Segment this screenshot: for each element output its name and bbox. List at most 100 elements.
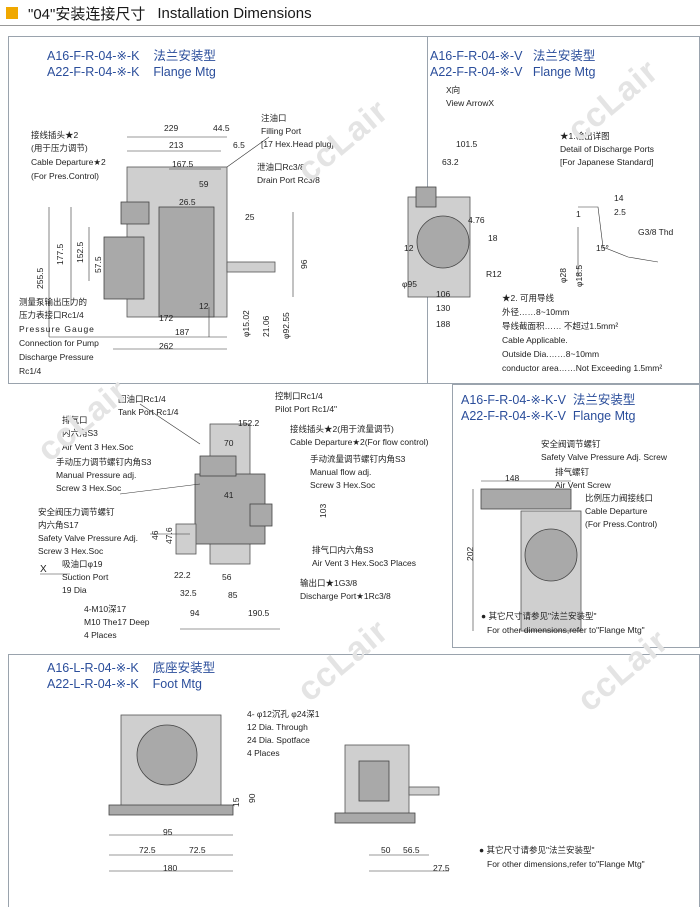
p2-phi28: φ28 bbox=[558, 268, 568, 283]
p3-d56: 56 bbox=[222, 572, 232, 582]
p2-note-2: 导线截面积…… 不超过1.5mm² bbox=[502, 321, 619, 331]
p1-d229: 229 bbox=[164, 123, 179, 133]
p3-d103: 103 bbox=[318, 503, 328, 518]
panel-flange-v: A16-F-R-04-※-V 法兰安装型 A22-F-R-04-※-V Flan… bbox=[402, 36, 700, 384]
p5-d15: 15 bbox=[231, 797, 241, 807]
p3-suction-2: 19 Dia bbox=[62, 585, 87, 595]
p5-d27-5: 27.5 bbox=[433, 863, 450, 873]
p1-fill-hex: [17 Hex.Head plug] bbox=[261, 139, 334, 149]
p5-title-1: A16-L-R-04-※-K 底座安装型 bbox=[47, 661, 216, 675]
p4-vent-cn: 排气螺钉 bbox=[555, 467, 590, 477]
p3-safety-1: 内六角S17 bbox=[38, 520, 79, 530]
p1-d25: 25 bbox=[245, 212, 255, 222]
p5-d72-5a: 72.5 bbox=[139, 845, 156, 855]
p1-d59: 59 bbox=[199, 179, 209, 189]
p3-vent-2: Air Vent 3 Hex.Soc bbox=[62, 442, 134, 452]
p3-cable-en: Cable Departure★2(For flow control) bbox=[290, 437, 429, 447]
p3-safety-0: 安全阀压力调节螺钉 bbox=[38, 507, 115, 517]
p3-suction-0: 吸油口φ19 bbox=[62, 559, 103, 569]
p2-title-1: A16-F-R-04-※-V 法兰安装型 bbox=[430, 49, 596, 63]
p4-vent-en: Air Vent Screw bbox=[555, 480, 611, 490]
p5-d50: 50 bbox=[381, 845, 391, 855]
p1-d96: 96 bbox=[299, 259, 309, 269]
p2-note-5: conductor area……Not Exceeding 1.5mm² bbox=[502, 363, 663, 373]
flange-v-drawing bbox=[407, 186, 659, 298]
p2-d2-5: 2.5 bbox=[614, 207, 626, 217]
p2-d106: 106 bbox=[436, 289, 451, 299]
p1-d255-5: 255.5 bbox=[35, 267, 45, 289]
p5-d95: 95 bbox=[163, 827, 173, 837]
p1-gauge-1: 压力表接口Rc1/4 bbox=[19, 310, 84, 320]
p3-tank-cn: 回油口Rc1/4 bbox=[118, 394, 166, 404]
p1-cable-en2: (For Pres.Control) bbox=[31, 171, 100, 181]
p3-m10-1: M10 The17 Deep bbox=[84, 617, 150, 627]
p1-d57-5: 57.5 bbox=[93, 256, 103, 273]
p3-d41: 41 bbox=[224, 490, 234, 500]
p5-d180: 180 bbox=[163, 863, 178, 873]
p1-d6-5: 6.5 bbox=[233, 140, 245, 150]
flange-k-drawing bbox=[48, 136, 294, 350]
p2-d1: 1 bbox=[576, 209, 581, 219]
p1-gauge-4: Discharge Pressure bbox=[19, 352, 94, 362]
p1-cable-cn: 接线插头★2 bbox=[31, 130, 79, 140]
p5-d90: 90 bbox=[247, 793, 257, 803]
flange-kv-drawing bbox=[472, 480, 582, 632]
p5-note-en: For other dimensions,refer to"Flange Mtg… bbox=[487, 859, 645, 869]
p1-d177-5: 177.5 bbox=[55, 243, 65, 265]
panel-flange-kv: A16-F-R-04-※-K-V 法兰安装型 A22-F-R-04-※-K-V … bbox=[452, 384, 700, 648]
p2-note-4: Outside Dia.……8~10mm bbox=[502, 349, 600, 359]
p2-view: View ArrowX bbox=[446, 98, 495, 108]
p3-pilot-en: Pilot Port Rc1/4" bbox=[275, 404, 338, 414]
p3-disch-0: 输出口★1G3/8 bbox=[300, 578, 358, 588]
p2-d188: 188 bbox=[436, 319, 451, 329]
p3-pres-0: 手动压力调节螺钉内角S3 bbox=[56, 457, 152, 467]
p5-title-2: A22-L-R-04-※-K Foot Mtg bbox=[47, 677, 202, 691]
p5-note-cn: ● 其它尺寸请参见"法兰安装型" bbox=[479, 845, 595, 855]
p2-d101-5: 101.5 bbox=[456, 139, 478, 149]
p3-vent-0: 排气口 bbox=[62, 415, 88, 425]
p2-d12: 12 bbox=[404, 243, 414, 253]
p4-safety-cn: 安全阀调节螺钉 bbox=[541, 439, 601, 449]
foot-drawing bbox=[108, 714, 449, 872]
p3-m10-2: 4 Places bbox=[84, 630, 117, 640]
p2-r12: R12 bbox=[486, 269, 502, 279]
p3-d47-6: 47.6 bbox=[164, 527, 174, 544]
p3-disch-1: Discharge Port★1Rc3/8 bbox=[300, 591, 391, 601]
p2-d15: 15° bbox=[596, 243, 609, 253]
p3-d85: 85 bbox=[228, 590, 238, 600]
p1-d262: 262 bbox=[159, 341, 174, 351]
p4-title-1: A16-F-R-04-※-K-V 法兰安装型 bbox=[461, 393, 636, 407]
p5-holes-2: 24 Dia. Spotface bbox=[247, 735, 310, 745]
p3-d32-5: 32.5 bbox=[180, 588, 197, 598]
p2-d63-2: 63.2 bbox=[442, 157, 459, 167]
p3-x-label: X bbox=[40, 564, 47, 575]
p4-cable-2: (For Press.Control) bbox=[585, 519, 658, 529]
p4-safety-en: Safety Valve Pressure Adj. Screw bbox=[541, 452, 667, 462]
p1-cable-en: Cable Departure★2 bbox=[31, 157, 106, 167]
p2-d4-76: 4.76 bbox=[468, 215, 485, 225]
p1-fill-en: Filling Port bbox=[261, 126, 302, 136]
p5-holes-0: 4- φ12沉孔 φ24深1 bbox=[247, 709, 320, 719]
p1-d44-5: 44.5 bbox=[213, 123, 230, 133]
p4-cable-1: Cable Departure bbox=[585, 506, 648, 516]
p3-vent-1: 内六角S3 bbox=[62, 428, 98, 438]
p2-d14: 14 bbox=[614, 193, 624, 203]
p5-holes-3: 4 Places bbox=[247, 748, 280, 758]
p2-note-3: Cable Applicable. bbox=[502, 335, 568, 345]
header-title-en: Installation Dimensions bbox=[157, 4, 312, 22]
p1-d187: 187 bbox=[175, 327, 190, 337]
p1-gauge-2: Pressure Gauge bbox=[19, 324, 95, 334]
p3-d22-2: 22.2 bbox=[174, 570, 191, 580]
p1-title-1: A16-F-R-04-※-K 法兰安装型 bbox=[47, 49, 216, 63]
header-square-icon bbox=[6, 7, 18, 19]
p1-phi21: 21.06 bbox=[261, 315, 271, 337]
p1-d172: 172 bbox=[159, 313, 174, 323]
p1-gauge-0: 测量泵输出压力的 bbox=[19, 297, 88, 307]
p1-drain-en: Drain Port Rc3/8 bbox=[257, 175, 320, 185]
header-title-cn: "04"安装连接尺寸 bbox=[28, 5, 146, 23]
p3-d94: 94 bbox=[190, 608, 200, 618]
p2-xdir: X向 bbox=[446, 85, 461, 95]
p3-d152-2: 152.2 bbox=[238, 418, 260, 428]
p5-holes-1: 12 Dia. Through bbox=[247, 722, 308, 732]
p4-note-cn: ● 其它尺寸请参见"法兰安装型" bbox=[481, 611, 597, 621]
